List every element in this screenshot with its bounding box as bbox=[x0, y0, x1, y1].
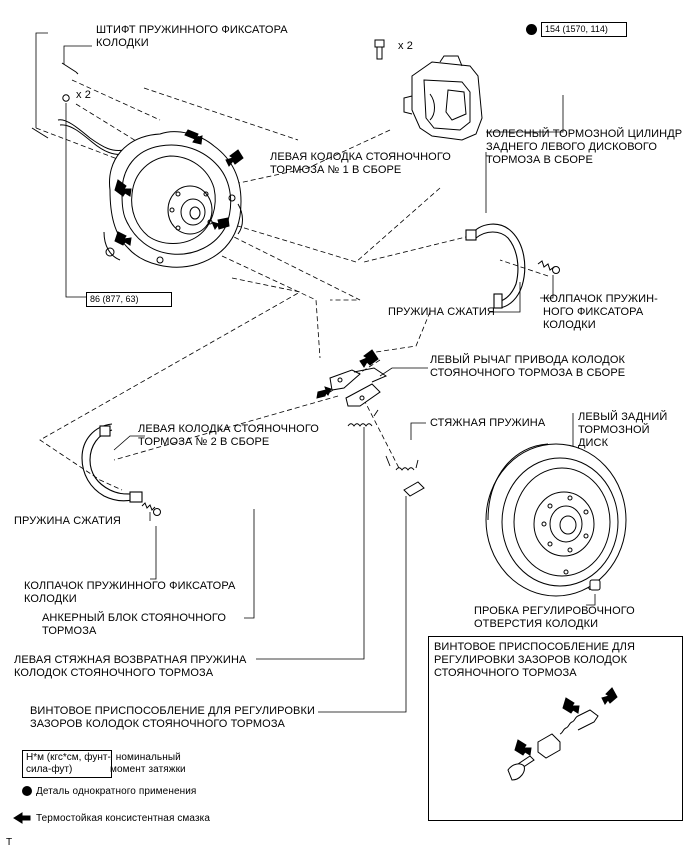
label-disc: ЛЕВЫЙ ЗАДНИЙ ТОРМОЗНОЙ ДИСК bbox=[578, 411, 668, 449]
torque-caliper: 154 (1570, 114) bbox=[541, 22, 627, 37]
label-tension-spring: СТЯЖНАЯ ПРУЖИНА bbox=[430, 417, 546, 429]
caliper bbox=[403, 55, 483, 141]
corner-mark: T bbox=[6, 837, 13, 848]
label-shoe-hold-pin: ШТИФТ ПРУЖИННОГО ФИКСАТОРА КОЛОДКИ bbox=[96, 24, 288, 49]
label-cap-right: КОЛПАЧОК ПРУЖИН- НОГО ФИКСАТОРА КОЛОДКИ bbox=[543, 293, 658, 331]
tension-spring-part bbox=[385, 455, 419, 471]
label-plug: ПРОБКА РЕГУЛИРОВОЧНОГО ОТВЕРСТИЯ КОЛОДКИ bbox=[474, 605, 635, 630]
legend-nonreusable: Деталь однократного применения bbox=[36, 786, 197, 797]
leader-lines bbox=[35, 32, 596, 713]
label-caliper: КОЛЕСНЫЙ ТОРМОЗНОЙ ЦИЛИНДР ЗАДНЕГО ЛЕВОГ… bbox=[486, 128, 683, 166]
inset-adjuster bbox=[507, 709, 599, 781]
label-cap-left: КОЛПАЧОК ПРУЖИННОГО ФИКСАТОРА КОЛОДКИ bbox=[24, 580, 236, 605]
label-spring-right: ПРУЖИНА СЖАТИЯ bbox=[388, 306, 495, 318]
brake-disc bbox=[485, 443, 627, 597]
shoe-2 bbox=[81, 423, 143, 503]
return-spring bbox=[347, 409, 379, 427]
torque-backplate: 86 (877, 63) bbox=[86, 292, 172, 307]
hub bbox=[167, 185, 213, 235]
plug-part bbox=[589, 579, 601, 591]
label-adjuster: ВИНТОВОЕ ПРИСПОСОБЛЕНИЕ ДЛЯ РЕГУЛИРОВКИ … bbox=[30, 705, 315, 730]
spring-left bbox=[141, 502, 161, 516]
label-shoe-1: ЛЕВАЯ КОЛОДКА СТОЯНОЧНОГО ТОРМОЗА № 1 В … bbox=[270, 151, 451, 176]
grease-arrows bbox=[13, 129, 618, 824]
adjuster-inset-box: ВИНТОВОЕ ПРИСПОСОБЛЕНИЕ ДЛЯ РЕГУЛИРОВКИ … bbox=[428, 636, 683, 821]
spring-right bbox=[537, 260, 560, 274]
label-x2-left: x 2 bbox=[76, 89, 91, 101]
label-x2-right: x 2 bbox=[398, 40, 413, 52]
label-lever: ЛЕВЫЙ РЫЧАГ ПРИВОДА КОЛОДОК СТОЯНОЧНОГО … bbox=[430, 354, 626, 379]
shoe-hold-pin bbox=[31, 62, 79, 139]
caliper-bolt bbox=[374, 39, 385, 60]
inset-title: ВИНТОВОЕ ПРИСПОСОБЛЕНИЕ ДЛЯ РЕГУЛИРОВКИ … bbox=[434, 641, 636, 679]
brake-cable bbox=[57, 119, 127, 155]
label-spring-left: ПРУЖИНА СЖАТИЯ bbox=[14, 515, 121, 527]
parking-lever bbox=[329, 367, 388, 407]
legend-grease: Термостойкая консистентная смазка bbox=[36, 813, 211, 824]
dashed-lines bbox=[35, 79, 591, 591]
label-shoe-2: ЛЕВАЯ КОЛОДКА СТОЯНОЧНОГО ТОРМОЗА № 2 В … bbox=[138, 423, 319, 448]
nonreusable-icon bbox=[526, 24, 537, 35]
legend-torque-box: Н*м (кгс*см, фунт- сила-фут) bbox=[22, 750, 112, 778]
adjuster-small bbox=[403, 481, 425, 497]
shoe-1 bbox=[465, 223, 526, 309]
legend-nonreusable-icon bbox=[22, 786, 32, 796]
label-anchor: АНКЕРНЫЙ БЛОК СТОЯНОЧНОГО ТОРМОЗА bbox=[42, 612, 227, 637]
label-return-spring: ЛЕВАЯ СТЯЖНАЯ ВОЗВРАТНАЯ ПРУЖИНА КОЛОДОК… bbox=[14, 654, 247, 679]
legend-torque-desc: : номинальный момент затяжки bbox=[110, 752, 186, 775]
